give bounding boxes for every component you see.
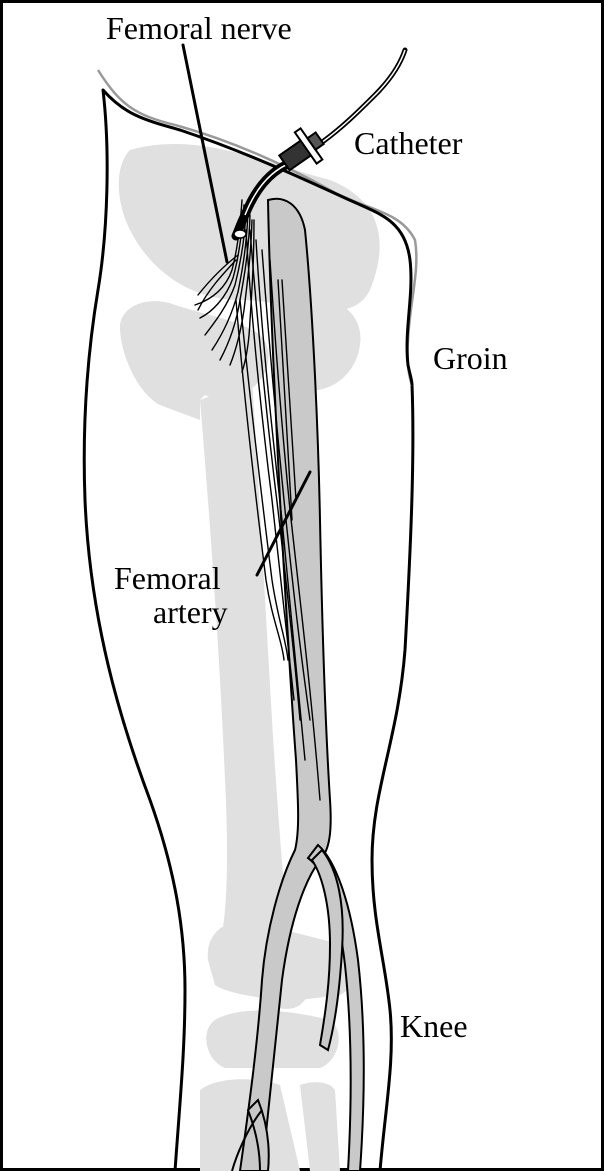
label-groin: Groin	[433, 342, 508, 374]
label-femoral-artery-line1: Femoral	[107, 562, 228, 596]
label-catheter: Catheter	[354, 127, 462, 159]
catheter-tip	[234, 230, 246, 238]
label-knee: Knee	[400, 1010, 468, 1042]
label-femoral-artery-line2: artery	[107, 596, 228, 630]
label-femoral-artery: Femoral artery	[107, 562, 228, 629]
label-femoral-nerve: Femoral nerve	[106, 12, 292, 44]
